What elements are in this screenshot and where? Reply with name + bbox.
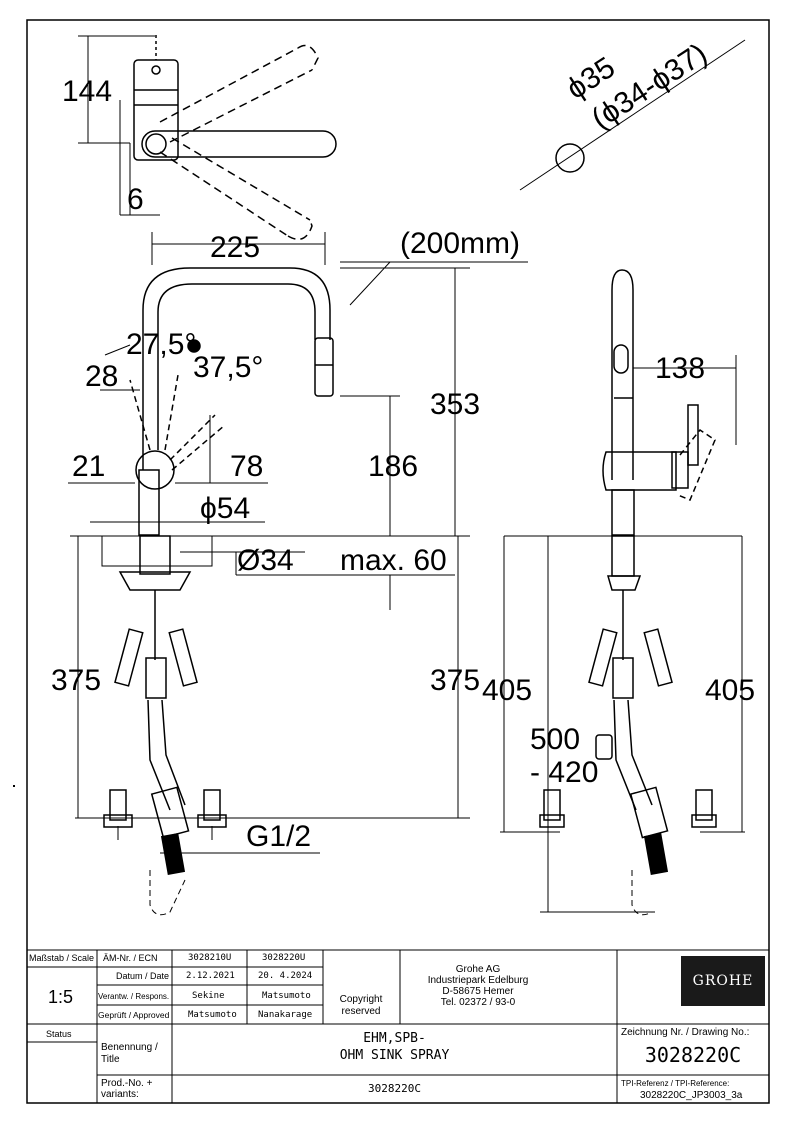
dim-186: 186 — [368, 450, 418, 483]
approved-1: Matsumoto — [188, 1010, 237, 1020]
dim-28: 28 — [85, 360, 118, 393]
responsible-1: Sekine — [192, 991, 225, 1001]
company-line-4: Tel. 02372 / 93-0 — [440, 997, 516, 1008]
top-view — [78, 35, 337, 241]
company-line-3: D-58675 Hemer — [442, 986, 514, 997]
dim-21: 21 — [72, 450, 105, 483]
product-number-label: Prod.-No. + variants: — [101, 1078, 153, 1100]
copyright-note: Copyright reserved — [339, 994, 383, 1017]
scale-label: Maßstab / Scale — [29, 953, 95, 963]
scale-value: 1:5 — [48, 987, 74, 1007]
dim-78: 78 — [230, 450, 263, 483]
drawing-border — [26, 19, 770, 1104]
product-number: 3028220C — [368, 1082, 421, 1095]
stray-mark — [13, 785, 15, 787]
company-name: Grohe AG — [455, 964, 501, 975]
hole-diameter-symbol — [519, 39, 746, 191]
dim-g12: G1/2 — [246, 820, 311, 853]
dim-375-right: 375 — [430, 664, 480, 697]
approved-2: Nanakarage — [258, 1010, 313, 1020]
ecn-1: 3028210U — [188, 953, 232, 963]
dim-375-left: 375 — [51, 664, 101, 697]
status-label: Status — [46, 1029, 72, 1039]
side-view — [500, 269, 745, 916]
drawing-number: 3028220C — [644, 1043, 742, 1067]
responsible-label: Verantw. / Respons. — [98, 992, 170, 1001]
dim-405-b: 405 — [705, 674, 755, 707]
dim-144: 144 — [62, 75, 112, 108]
drawing-title-line-1: EHM,SPB- — [363, 1031, 426, 1046]
dim-6: 6 — [127, 183, 144, 216]
dim-420: - 420 — [530, 756, 598, 789]
dim-dia34: Ø34 — [237, 544, 294, 577]
date-1: 2.12.2021 — [186, 971, 235, 981]
dim-500: 500 — [530, 723, 580, 756]
grohe-logo: GROHE — [681, 956, 765, 1006]
drawing-title-line-2: OHM SINK SPRAY — [339, 1048, 450, 1063]
dim-225: 225 — [210, 231, 260, 264]
dim-405-a: 405 — [482, 674, 532, 707]
dim-200mm: (200mm) — [400, 227, 520, 260]
company-address: Grohe AG Industriepark Edelburg D-58675 … — [400, 964, 556, 1008]
drawing-number-label: Zeichnung Nr. / Drawing No.: — [621, 1027, 750, 1038]
date-2: 20. 4.2024 — [258, 971, 313, 981]
title-label: Benennung / Title — [101, 1042, 158, 1065]
approved-label: Geprüft / Approved — [98, 1010, 170, 1020]
company-line-2: Industriepark Edelburg — [427, 975, 529, 986]
dim-dia54: ϕ54 — [200, 492, 250, 525]
tpi-reference-label: TPI-Referenz / TPI-Reference: — [621, 1079, 730, 1088]
dim-angle-27: 27,5° — [126, 328, 196, 361]
dim-138: 138 — [655, 352, 705, 385]
ecn-label: ÄM-Nr. / ECN — [103, 953, 158, 963]
title-block-grid — [27, 949, 769, 1103]
front-view — [68, 232, 528, 916]
responsible-2: Matsumoto — [262, 991, 311, 1001]
drawing-title: EHM,SPB- OHM SINK SPRAY — [172, 1030, 617, 1064]
ecn-2: 3028220U — [262, 953, 306, 963]
date-label: Datum / Date — [116, 971, 170, 981]
dim-353: 353 — [430, 388, 480, 421]
dim-angle-37: 37,5° — [193, 351, 263, 384]
dim-max60: max. 60 — [340, 544, 447, 577]
tpi-reference: 3028220C_JP3003_3a — [640, 1090, 743, 1101]
